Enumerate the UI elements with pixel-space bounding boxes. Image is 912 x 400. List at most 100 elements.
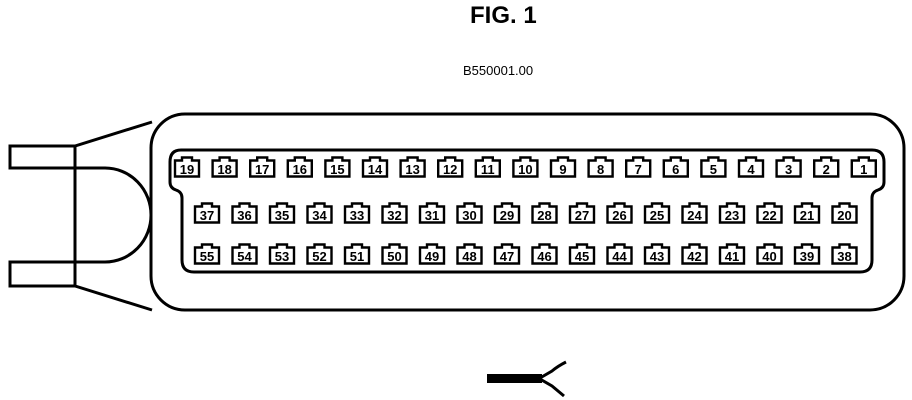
- pin-7: 7: [625, 156, 652, 178]
- pin-53: 53: [268, 243, 296, 265]
- pin-label: 14: [368, 162, 383, 177]
- pin-37: 37: [193, 202, 221, 224]
- pin-34: 34: [306, 202, 333, 224]
- pin-27: 27: [568, 202, 596, 224]
- pin-label: 12: [443, 162, 457, 177]
- pin-13: 13: [399, 156, 426, 178]
- pin-23: 23: [718, 202, 746, 224]
- pin-label: 10: [518, 162, 532, 177]
- pin-label: 37: [200, 208, 214, 223]
- mounting-bracket: [8, 120, 153, 312]
- pin-label: 4: [747, 162, 755, 177]
- pin-label: 36: [237, 208, 251, 223]
- pin-label: 9: [559, 162, 566, 177]
- pin-25: 25: [643, 202, 671, 224]
- pin-18: 18: [211, 156, 238, 178]
- pin-35: 35: [268, 202, 296, 224]
- pin-49: 49: [418, 243, 446, 265]
- pin-47: 47: [493, 243, 521, 265]
- pin-label: 15: [330, 162, 344, 177]
- pin-label: 6: [672, 162, 679, 177]
- pin-label: 31: [425, 208, 439, 223]
- pin-label: 25: [650, 208, 664, 223]
- pin-label: 27: [575, 208, 589, 223]
- pin-housing-outline: [168, 148, 886, 274]
- pin-14: 14: [361, 156, 389, 178]
- pin-label: 32: [387, 208, 401, 223]
- pin-label: 54: [237, 249, 252, 264]
- pin-38: 38: [831, 243, 858, 265]
- pin-label: 1: [860, 162, 867, 177]
- pin-label: 42: [687, 249, 701, 264]
- probe-symbol: [487, 360, 567, 398]
- pin-21: 21: [793, 202, 821, 224]
- pin-12: 12: [437, 156, 464, 178]
- pin-50: 50: [381, 243, 408, 265]
- pin-label: 46: [537, 249, 551, 264]
- pin-label: 28: [537, 208, 551, 223]
- pin-label: 50: [387, 249, 401, 264]
- figure-title: FIG. 1: [470, 2, 537, 29]
- pin-19: 19: [173, 156, 201, 178]
- pin-1: 1: [850, 156, 877, 178]
- pin-label: 35: [275, 208, 289, 223]
- pin-52: 52: [306, 243, 333, 265]
- pin-48: 48: [456, 243, 483, 265]
- pin-8: 8: [587, 156, 614, 178]
- pin-46: 46: [531, 243, 558, 265]
- pin-label: 22: [762, 208, 776, 223]
- pin-4: 4: [737, 156, 765, 178]
- pin-label: 2: [823, 162, 830, 177]
- pin-label: 21: [800, 208, 814, 223]
- pin-15: 15: [324, 156, 351, 178]
- pin-label: 43: [650, 249, 664, 264]
- pin-3: 3: [775, 156, 802, 178]
- pin-45: 45: [568, 243, 596, 265]
- pin-label: 16: [293, 162, 307, 177]
- pin-32: 32: [381, 202, 408, 224]
- pin-54: 54: [231, 243, 258, 265]
- pin-41: 41: [718, 243, 746, 265]
- pin-44: 44: [606, 243, 633, 265]
- pin-11: 11: [474, 156, 501, 178]
- pin-label: 33: [350, 208, 364, 223]
- reference-code: B550001.00: [463, 63, 534, 78]
- pin-5: 5: [700, 156, 727, 178]
- pin-label: 26: [612, 208, 626, 223]
- pin-17: 17: [249, 156, 276, 178]
- pin-29: 29: [493, 202, 521, 224]
- pin-31: 31: [418, 202, 446, 224]
- pin-label: 29: [500, 208, 514, 223]
- pin-label: 51: [350, 249, 364, 264]
- pin-label: 11: [481, 162, 495, 177]
- pin-label: 45: [575, 249, 589, 264]
- pin-label: 24: [687, 208, 702, 223]
- pin-26: 26: [606, 202, 633, 224]
- pin-39: 39: [793, 243, 821, 265]
- pin-20: 20: [831, 202, 858, 224]
- pin-43: 43: [643, 243, 671, 265]
- pin-40: 40: [756, 243, 783, 265]
- pin-label: 17: [255, 162, 269, 177]
- pin-label: 38: [837, 249, 851, 264]
- pin-label: 52: [312, 249, 326, 264]
- pin-label: 23: [725, 208, 739, 223]
- pin-label: 3: [785, 162, 792, 177]
- pin-label: 18: [217, 162, 231, 177]
- pin-label: 41: [725, 249, 739, 264]
- pin-label: 13: [405, 162, 419, 177]
- pin-6: 6: [662, 156, 689, 178]
- pin-33: 33: [343, 202, 371, 224]
- pin-28: 28: [531, 202, 558, 224]
- pin-label: 19: [180, 162, 194, 177]
- pin-label: 53: [275, 249, 289, 264]
- pin-9: 9: [549, 156, 577, 178]
- pin-55: 55: [193, 243, 221, 265]
- pin-label: 20: [837, 208, 851, 223]
- pin-label: 8: [597, 162, 604, 177]
- pin-label: 30: [462, 208, 476, 223]
- pin-36: 36: [231, 202, 258, 224]
- pin-label: 34: [312, 208, 327, 223]
